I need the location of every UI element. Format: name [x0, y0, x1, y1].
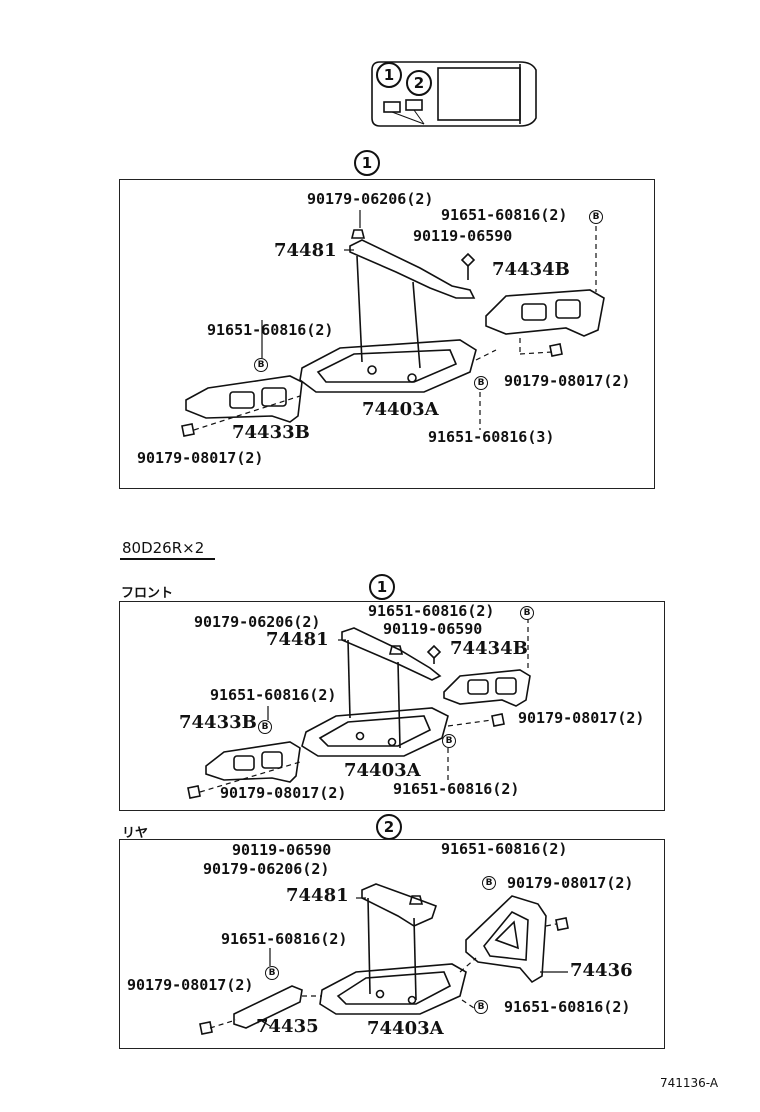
rear-bracket-left [233, 985, 303, 1029]
top-label-clamp-b-left: 91651-60816(2) [207, 321, 334, 339]
front-label: フロント [121, 586, 174, 601]
diagram-number: 741136-A [660, 1076, 719, 1090]
top-stud [460, 252, 476, 280]
top-b-mark-right: B [589, 210, 603, 224]
index-marker-2: 2 [406, 70, 432, 96]
top-nut-left [181, 423, 195, 437]
front-label-tray: 74403A [344, 760, 421, 781]
top-tray [299, 339, 477, 393]
top-label-tray: 74403A [362, 399, 439, 420]
leader-lines [259, 210, 568, 1027]
top-label-bolt-upper: 90179-06206(2) [307, 190, 434, 208]
rear-nut-left [199, 1021, 213, 1035]
top-nut-upper [350, 229, 366, 239]
top-label-bracket-left: 74433B [232, 422, 310, 443]
top-nut-right [549, 343, 563, 357]
rear-label-clamp-b-upper: 91651-60816(2) [441, 840, 568, 858]
top-panel [119, 179, 655, 489]
front-label-hold-down: 74481 [266, 629, 329, 650]
front-label-bracket-left: 74433B [179, 712, 257, 733]
front-stud [426, 644, 442, 664]
front-panel-marker: 1 [369, 574, 395, 600]
rear-label-bracket-left: 74435 [256, 1016, 319, 1037]
top-label-nut-left: 90179-08017(2) [137, 449, 264, 467]
rear-b-mark-right: B [474, 1000, 488, 1014]
top-label-bracket-right: 74434B [492, 259, 570, 280]
top-bracket-left [185, 375, 303, 423]
top-label-nut-right: 90179-08017(2) [504, 372, 631, 390]
front-label-stud: 90119-06590 [383, 620, 483, 638]
front-b-mark-lower: B [442, 734, 456, 748]
top-label-clamp-b-lower: 91651-60816(3) [428, 428, 555, 446]
front-nut-left [187, 785, 201, 799]
rear-label-clamp-b-left: 91651-60816(2) [221, 930, 348, 948]
front-label-clamp-b-left: 91651-60816(2) [210, 686, 337, 704]
front-panel [119, 601, 665, 811]
front-label-bolt-upper: 90179-06206(2) [194, 613, 321, 631]
battery-size-underline [120, 558, 215, 560]
rear-panel-marker: 2 [376, 814, 402, 840]
front-hold-down-bar [341, 627, 442, 749]
rear-label: リヤ [122, 826, 149, 841]
rear-nut-upper [408, 895, 424, 905]
rear-nut-right-upper [555, 917, 569, 931]
vehicle-index-outline [371, 61, 537, 127]
rear-label-bolt-upper: 90179-06206(2) [203, 860, 330, 878]
rear-panel [119, 839, 665, 1049]
rear-label-nut-upper: 90179-08017(2) [507, 874, 634, 892]
rear-tray [319, 963, 467, 1015]
front-b-mark-right: B [520, 606, 534, 620]
rear-label-clamp-b-right: 91651-60816(2) [504, 998, 631, 1016]
front-bracket-right [443, 669, 531, 707]
front-label-clamp-b-right: 91651-60816(2) [368, 602, 495, 620]
rear-b-mark-upper: B [482, 876, 496, 890]
front-label-nut-left: 90179-08017(2) [220, 784, 347, 802]
rear-label-nut-left: 90179-08017(2) [127, 976, 254, 994]
rear-bracket-rear [465, 895, 547, 984]
top-label-clamp-b-right: 91651-60816(2) [441, 206, 568, 224]
front-label-nut-right: 90179-08017(2) [518, 709, 645, 727]
top-bracket-right [485, 289, 605, 337]
top-dash-lines [193, 226, 597, 431]
top-b-mark-lower: B [474, 376, 488, 390]
front-b-mark-left: B [258, 720, 272, 734]
front-bracket-left [205, 741, 301, 783]
rear-b-mark-left: B [265, 966, 279, 980]
rear-label-bracket-rear: 74436 [570, 960, 633, 981]
front-label-bracket-right: 74434B [450, 638, 528, 659]
top-label-stud: 90119-06590 [413, 227, 513, 245]
rear-dash-lines [209, 923, 557, 1029]
front-label-clamp-b-lower: 91651-60816(2) [393, 780, 520, 798]
rear-label-tray: 74403A [367, 1018, 444, 1039]
front-dash-lines [199, 618, 529, 793]
index-marker-1: 1 [376, 62, 402, 88]
rear-label-hold-down: 74481 [286, 885, 349, 906]
top-panel-marker: 1 [354, 150, 380, 176]
rear-label-stud: 90119-06590 [232, 841, 332, 859]
front-nut-right [491, 713, 505, 727]
battery-size-label: 80D26R×2 [122, 539, 205, 557]
top-b-mark-left: B [254, 358, 268, 372]
top-hold-down-bar [349, 239, 476, 369]
front-nut-upper [388, 645, 404, 655]
top-label-hold-down: 74481 [274, 240, 337, 261]
